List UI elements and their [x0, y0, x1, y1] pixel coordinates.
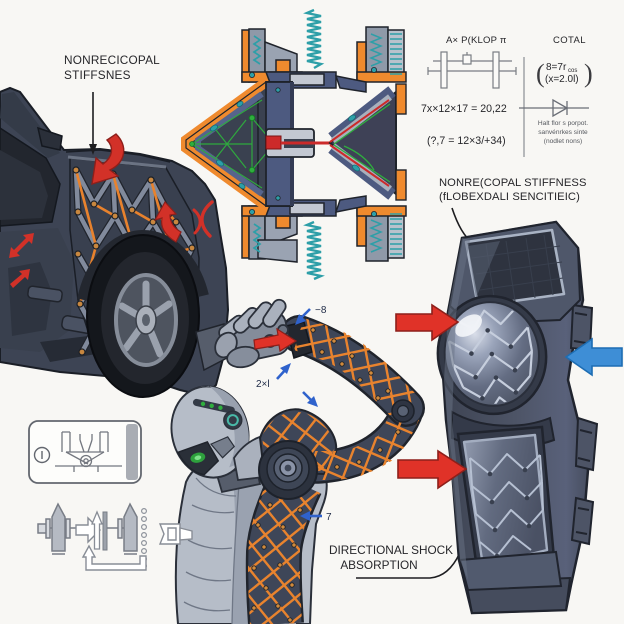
svg-text:A× P(KLOP π: A× P(KLOP π [446, 35, 507, 46]
svg-text:cos: cos [568, 68, 577, 74]
svg-text:ABSORPTION: ABSORPTION [340, 558, 417, 572]
svg-text:2×l: 2×l [256, 379, 270, 390]
svg-text:COTAL: COTAL [553, 35, 586, 46]
svg-text:NONRE(COPAL STIFFNESS: NONRE(COPAL STIFFNESS [439, 177, 587, 189]
svg-text:(: ( [536, 59, 545, 88]
svg-text:DIRECTIONAL SHOCK: DIRECTIONAL SHOCK [329, 543, 453, 557]
svg-text:): ) [584, 59, 593, 88]
svg-text:7: 7 [326, 512, 332, 523]
svg-text:Halt flor s porpot.: Halt flor s porpot. [538, 120, 588, 127]
svg-text:NONRECICOPAL: NONRECICOPAL [64, 53, 160, 67]
svg-text:−8: −8 [315, 305, 327, 316]
svg-text:7x×12×17 = 20,22: 7x×12×17 = 20,22 [421, 103, 507, 115]
svg-text:sanvénrkes sinte: sanvénrkes sinte [538, 129, 588, 136]
svg-text:(x=2.0l): (x=2.0l) [545, 74, 579, 85]
svg-text:(nodlet nons): (nodlet nons) [544, 138, 583, 145]
svg-text:STIFFSNES: STIFFSNES [64, 68, 131, 82]
svg-text:(fLOBEXDALI SENCITIEIC): (fLOBEXDALI SENCITIEIC) [439, 191, 580, 203]
svg-text:(?,7 = 12×3/+34): (?,7 = 12×3/+34) [427, 135, 506, 147]
svg-text:8=7r: 8=7r [546, 62, 567, 73]
